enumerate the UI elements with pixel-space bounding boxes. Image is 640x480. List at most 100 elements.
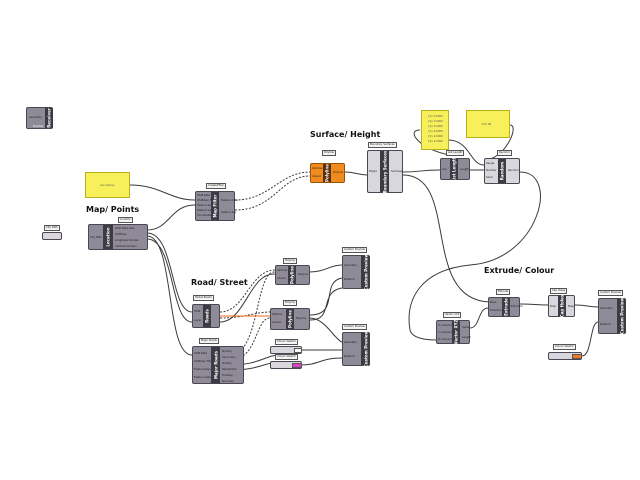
node-title: Location bbox=[105, 227, 111, 247]
port-label: Random bbox=[508, 169, 519, 172]
node-tag: Street Roads bbox=[193, 295, 214, 301]
swatch-colour bbox=[572, 354, 582, 359]
port-label: Material bbox=[344, 355, 355, 358]
port-label: Closed bbox=[277, 277, 286, 280]
wire bbox=[344, 171, 369, 176]
port-label: Material bbox=[600, 323, 611, 326]
polyline-node[interactable]: Vertices Closed Polyline Polyline bbox=[310, 163, 345, 183]
node-tag: Random bbox=[497, 150, 512, 156]
port-label: Closed bbox=[272, 321, 281, 324]
port-label: Vector bbox=[462, 326, 471, 329]
colour-swatch[interactable] bbox=[270, 346, 302, 354]
node-title: Boundary Surfaces bbox=[382, 150, 387, 193]
wire bbox=[447, 139, 485, 166]
node-tag: Polyline bbox=[283, 300, 297, 306]
text-panel[interactable]: Ann Dorley bbox=[85, 172, 130, 198]
node-tag: Colour Swatch bbox=[275, 354, 298, 360]
port-label: Geometry bbox=[344, 264, 357, 267]
list-length-node[interactable]: List List Length Length bbox=[440, 156, 470, 182]
wire bbox=[408, 171, 541, 341]
boundary-surfaces-node[interactable]: Edges Boundary Surfaces Surfaces bbox=[367, 150, 403, 193]
port-label: Polyline bbox=[296, 317, 306, 320]
text-panel[interactable]: {0} 0.0000 {0} 0.0000 {0} 0.0000 {0} 0.0… bbox=[421, 110, 449, 150]
node-title: Cap Holes bbox=[559, 294, 565, 318]
port-label: Feature Data bbox=[221, 199, 238, 202]
port-label: Z component bbox=[438, 338, 456, 341]
node-title: Map Filter bbox=[212, 194, 218, 218]
custom-preview-node[interactable]: Geometry Material Custom Preview bbox=[598, 298, 626, 334]
node-title: Custom Preview bbox=[619, 297, 624, 335]
port-label: Geometry bbox=[29, 116, 42, 119]
wire bbox=[519, 303, 549, 306]
custom-preview-node[interactable]: Geometry Material Custom Preview bbox=[342, 330, 370, 368]
node-tag: Custom Preview bbox=[598, 290, 623, 296]
port-label: Y component bbox=[438, 331, 456, 334]
port-label: Vertices bbox=[272, 313, 283, 316]
node-title: Random bbox=[499, 161, 505, 181]
node-title: Polyline bbox=[287, 310, 293, 328]
port-label: Geometry bbox=[600, 307, 613, 310]
port-label: OSM Data Sets bbox=[115, 227, 135, 230]
node-tag: Polyline bbox=[283, 258, 297, 264]
port-label: Brep bbox=[550, 305, 557, 308]
panel-line: {0} 0.0000 bbox=[428, 130, 443, 133]
node-title: Roads bbox=[204, 309, 210, 323]
node-title: Vector XYZ bbox=[453, 319, 459, 345]
port-label: Length bbox=[462, 336, 471, 339]
node-title: Polyline bbox=[289, 266, 295, 284]
wire bbox=[309, 264, 343, 273]
wire bbox=[581, 321, 599, 357]
port-label: Feature Key bbox=[221, 211, 237, 214]
port-label: Polyline bbox=[298, 273, 308, 276]
node-tag: Cap Holes bbox=[550, 288, 568, 294]
port-label: Geometry bbox=[344, 341, 357, 344]
wire bbox=[146, 232, 193, 313]
port-label: Number bbox=[486, 169, 497, 172]
wire bbox=[402, 169, 441, 173]
port-label: Secondary bbox=[222, 356, 236, 359]
port-label: Coordinate Filter bbox=[197, 214, 219, 217]
wire bbox=[219, 273, 276, 323]
wire bbox=[574, 304, 599, 308]
road-street-node[interactable]: OSM Layer Roads bbox=[192, 304, 220, 328]
city-path-input[interactable] bbox=[42, 232, 62, 240]
custom-preview-node[interactable]: Geometry Material Custom Preview bbox=[342, 254, 370, 290]
port-label: Length bbox=[460, 168, 469, 171]
colour-swatch[interactable] bbox=[548, 352, 582, 360]
port-label: Latitude Domain bbox=[115, 245, 137, 248]
port-label: Seed bbox=[486, 176, 493, 179]
polyline-node[interactable]: Vertices Closed Polyline Polyline bbox=[270, 308, 310, 330]
polyline-node[interactable]: Vertices Closed Polyline Polyline bbox=[275, 265, 310, 285]
group-label-surface-height: Surface/ Height bbox=[310, 130, 381, 139]
node-tag: Custom Preview bbox=[342, 324, 367, 330]
location-node[interactable]: City Path Location OSM Data Sets OSM/Geo… bbox=[88, 224, 148, 250]
port-label: Residential bbox=[222, 368, 237, 371]
receiver-node[interactable]: Geometry Receiver Number bbox=[26, 107, 53, 129]
colour-swatch[interactable] bbox=[270, 361, 302, 369]
swatch-colour bbox=[292, 363, 302, 368]
port-label: Base bbox=[490, 301, 497, 304]
panel-line: {0} 0.0000 bbox=[428, 140, 443, 143]
port-label: OSM Data bbox=[194, 352, 207, 355]
node-title: Polyline bbox=[324, 164, 330, 182]
port-label: OSM/Geo Filter bbox=[194, 360, 214, 363]
port-label: Road Key bbox=[222, 380, 235, 383]
panel-line: {0} 0.0000 bbox=[428, 115, 443, 118]
major-roads-node[interactable]: OSM Data OSM/Geo Filter Feature Keys Fea… bbox=[192, 346, 244, 384]
wire bbox=[234, 175, 311, 211]
vector-xyz-node[interactable]: X component Y component Z component Vect… bbox=[436, 319, 471, 345]
wire bbox=[234, 171, 311, 201]
panel-text: 8 to 28 bbox=[482, 123, 492, 126]
port-label: OSM bbox=[194, 310, 200, 313]
random-node[interactable]: Range Number Seed Random Random bbox=[484, 158, 520, 184]
wire bbox=[413, 129, 451, 156]
port-label: City Path bbox=[90, 236, 102, 239]
cap-holes-node[interactable]: Brep Cap Holes Brep bbox=[548, 295, 575, 317]
node-title: Custom Preview bbox=[363, 330, 368, 368]
extrude-node[interactable]: Base Direction Extrude Extrusion bbox=[488, 297, 523, 317]
port-label: Primary bbox=[222, 350, 233, 353]
wire bbox=[219, 311, 271, 319]
text-panel[interactable]: 8 to 28 bbox=[466, 110, 510, 138]
create-filter-node[interactable]: OSM Data Sets OSM/Geo Filter Feature Key… bbox=[195, 191, 238, 221]
port-label: List bbox=[442, 168, 447, 171]
